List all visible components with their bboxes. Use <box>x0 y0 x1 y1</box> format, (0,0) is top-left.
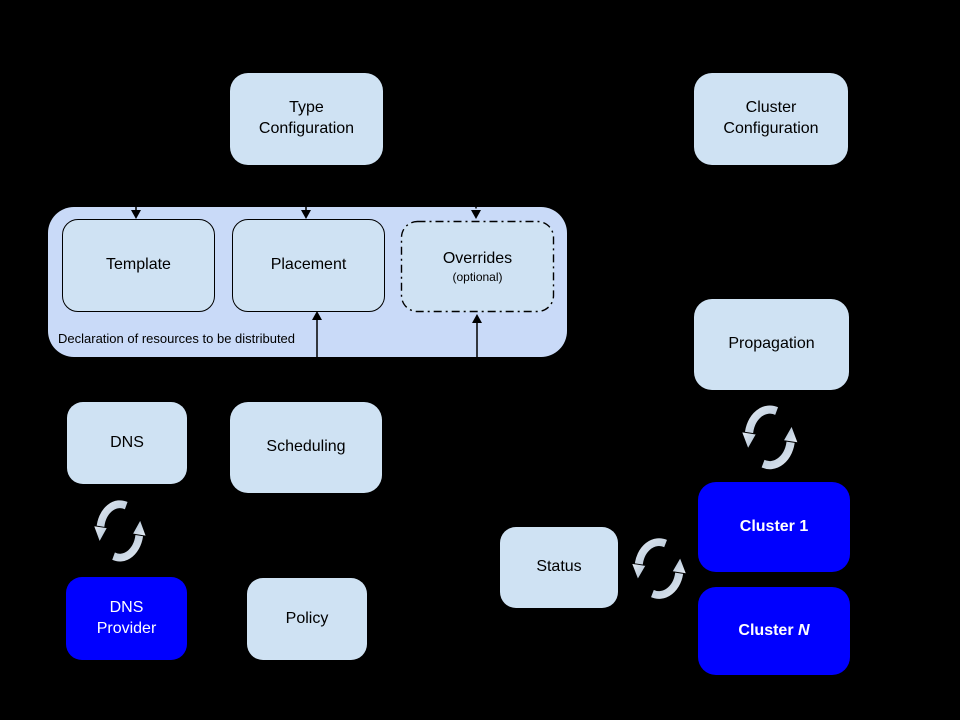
node-overrides: Overrides (optional) <box>401 221 554 312</box>
node-label: Policy <box>285 609 329 627</box>
node-label: Cluster 1 <box>739 517 809 535</box>
node-label: Cluster Configuration <box>723 99 819 137</box>
node-cluster-1: Cluster 1 <box>698 482 850 572</box>
node-propagation: Propagation <box>694 299 849 390</box>
node-label: Placement <box>270 256 347 274</box>
declaration-group-caption: Declaration of resources to be distribut… <box>58 331 296 346</box>
node-label: Propagation <box>728 335 815 353</box>
node-label: DNS Provider <box>96 598 157 637</box>
node-label: Overrides <box>442 249 513 267</box>
node-scheduling: Scheduling <box>230 402 382 493</box>
node-dns-provider: DNS Provider <box>66 577 187 660</box>
node-policy: Policy <box>247 578 367 660</box>
sync-icon-dns <box>93 500 146 562</box>
node-placement: Placement <box>232 219 385 312</box>
node-label: Cluster N <box>738 621 810 639</box>
node-label: Scheduling <box>266 438 346 456</box>
node-template: Template <box>62 219 215 312</box>
node-status: Status <box>500 527 618 608</box>
node-type-configuration: Type Configuration <box>230 73 383 165</box>
node-label: Type Configuration <box>258 99 355 137</box>
node-cluster-configuration: Cluster Configuration <box>694 73 848 165</box>
node-label: Status <box>536 558 582 576</box>
sync-icon-propagation <box>742 405 799 470</box>
node-note: (optional) <box>452 269 503 284</box>
sync-icon-status <box>632 538 687 600</box>
node-label: Template <box>106 256 171 274</box>
node-cluster-n: Cluster N <box>698 587 850 675</box>
node-label: DNS <box>110 433 144 451</box>
node-dns: DNS <box>67 402 187 484</box>
